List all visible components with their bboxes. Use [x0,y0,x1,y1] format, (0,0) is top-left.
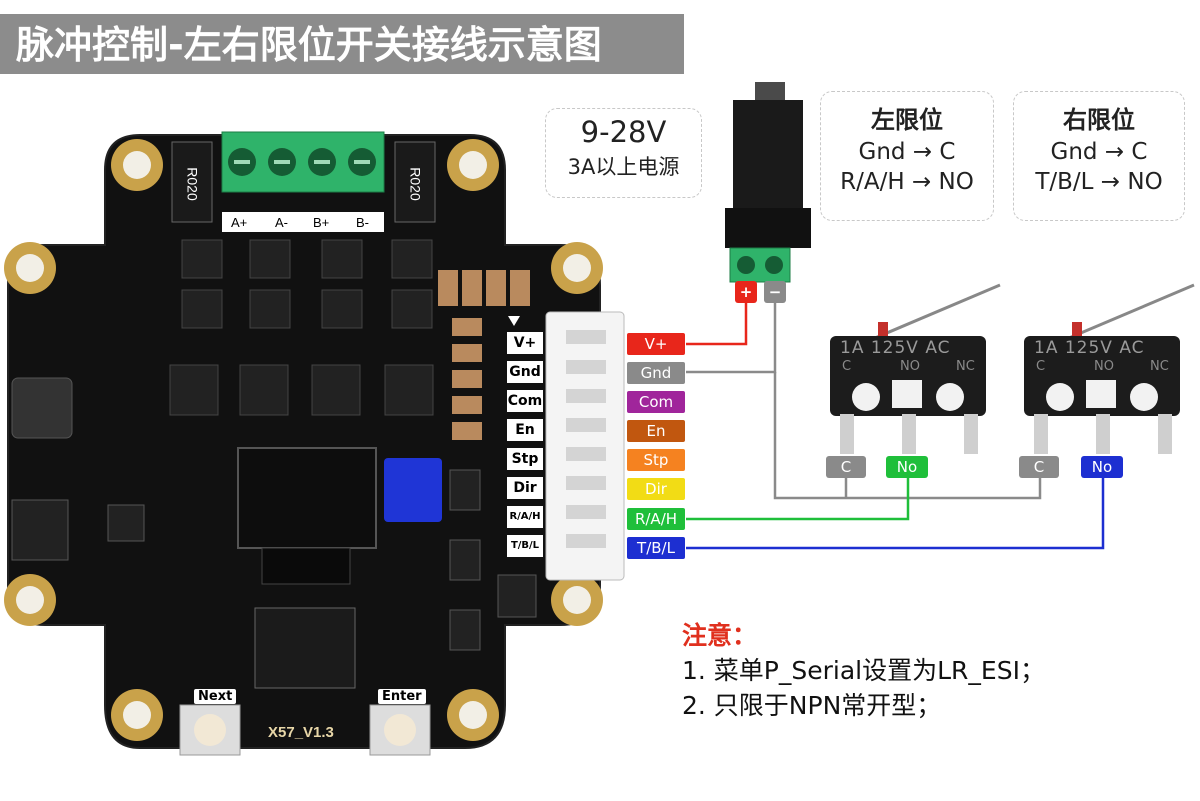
signal-gnd: Gnd [627,362,685,384]
left-limit-line2: R/A/H → NO [840,169,974,195]
left-limit-switch [830,283,1001,454]
right-switch-contact-no: NO [1094,359,1114,374]
right-switch-print: 1A 125V AC [1034,338,1145,358]
right-switch-contact-nc: NC [1150,359,1169,374]
terminal-a-plus-label: A+ [231,215,248,230]
next-button-label: Next [194,689,237,704]
power-voltage: 9-28V [580,115,667,149]
power-callout: 9-28V 3A以上电源 [545,108,702,198]
terminal-b-plus-label: B+ [313,215,330,230]
signal-rah: R/A/H [627,508,685,530]
dc-jack [725,82,811,283]
left-switch-print: 1A 125V AC [840,338,951,358]
signal-dir: Dir [627,478,685,500]
right-switch-c-tag: C [1019,456,1059,478]
pin-label-rah: R/A/H [506,505,544,529]
page-title: 脉冲控制-左右限位开关接线示意图 [16,23,602,67]
power-minus-tag: − [764,281,786,303]
left-limit-title: 左限位 [871,106,943,134]
title-banner [0,14,684,74]
right-limit-line1: Gnd → C [1050,139,1148,165]
right-limit-line2: T/B/L → NO [1035,169,1163,195]
pin-label-vplus: V+ [506,331,544,355]
left-switch-no-tag: No [886,456,928,478]
board-model-label: X57_V1.3 [268,724,334,741]
left-switch-contact-no: NO [900,359,920,374]
signal-tbl: T/B/L [627,537,685,559]
power-supply-spec: 3A以上电源 [567,155,680,179]
signal-stp: Stp [627,449,685,471]
right-limit-title: 右限位 [1063,106,1135,134]
pin-label-gnd: Gnd [506,360,544,384]
enter-button-label: Enter [378,689,426,704]
wire-tbl [686,478,1105,550]
signal-en: En [627,420,685,442]
right-limit-switch [1024,283,1195,454]
wire-vplus [686,302,748,346]
left-switch-contact-nc: NC [956,359,975,374]
terminal-b-minus-label: B- [356,215,369,230]
left-switch-c-tag: C [826,456,866,478]
wire-gnd [686,302,777,374]
wire-rah [686,478,910,521]
notes-item-1: 1. 菜单P_Serial设置为LR_ESI； [682,656,1045,685]
pin-label-dir: Dir [506,476,544,500]
resistor-left-label: R020 [184,167,201,201]
notes-block: 注意： 1. 菜单P_Serial设置为LR_ESI； 2. 只限于NPN常开型… [682,618,1045,723]
right-switch-contact-c: C [1036,359,1046,374]
signal-vplus: V+ [627,333,685,355]
right-limit-callout: 右限位 Gnd → C T/B/L → NO [1013,91,1185,221]
notes-item-2: 2. 只限于NPN常开型； [682,691,942,720]
pin-label-tbl: T/B/L [506,534,544,558]
pin-label-stp: Stp [506,447,544,471]
notes-heading: 注意： [682,621,758,650]
signal-com: Com [627,391,685,413]
left-switch-contact-c: C [842,359,852,374]
terminal-a-minus-label: A- [275,215,288,230]
left-limit-callout: 左限位 Gnd → C R/A/H → NO [820,91,994,221]
pin-label-com: Com [506,389,544,413]
driver-board [4,131,625,756]
left-limit-line1: Gnd → C [858,139,956,165]
right-switch-no-tag: No [1081,456,1123,478]
power-plus-tag: + [735,281,757,303]
resistor-right-label: R020 [407,167,424,201]
pin-label-en: En [506,418,544,442]
